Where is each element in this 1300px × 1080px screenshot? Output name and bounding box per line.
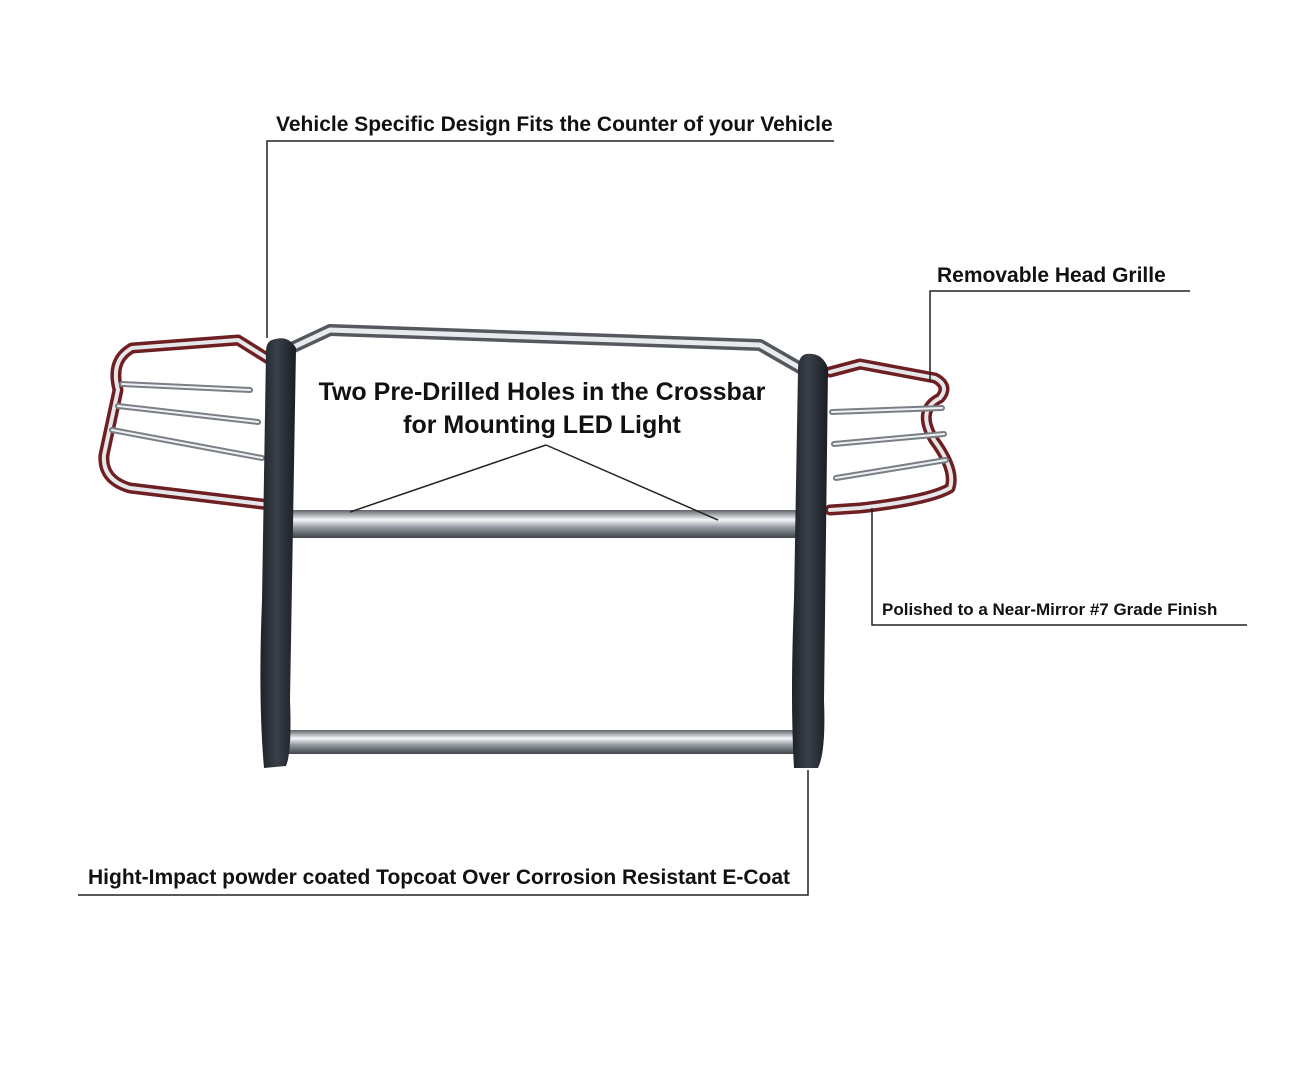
leader-crossbar-right — [545, 444, 719, 521]
callout-powder-coat: Hight-Impact powder coated Topcoat Over … — [88, 866, 791, 889]
top-hoop — [277, 324, 806, 374]
callout-pre-drilled-holes-line2: for Mounting LED Light — [403, 410, 681, 439]
leader-crossbar-left — [349, 444, 547, 513]
left-upright — [260, 338, 296, 768]
left-wing-guard — [98, 334, 276, 511]
leader-powder-coat — [78, 770, 809, 896]
bottom-crossbar — [278, 730, 804, 754]
callout-pre-drilled-holes: Two Pre-Drilled Holes in the Crossbar fo… — [300, 376, 784, 441]
leader-lines — [78, 140, 1247, 896]
right-upright — [792, 353, 828, 768]
right-wing-guard — [824, 358, 957, 516]
leader-removable-grille — [929, 290, 1190, 382]
leader-vehicle-specific — [266, 140, 834, 338]
middle-crossbar — [282, 510, 808, 538]
callout-removable-head-grille: Removable Head Grille — [937, 264, 1166, 287]
callout-pre-drilled-holes-line1: Two Pre-Drilled Holes in the Crossbar — [318, 378, 766, 406]
callout-vehicle-specific-design: Vehicle Specific Design Fits the Counter… — [276, 113, 833, 136]
leader-polished — [871, 508, 1247, 626]
callout-polished-finish: Polished to a Near-Mirror #7 Grade Finis… — [882, 600, 1218, 619]
